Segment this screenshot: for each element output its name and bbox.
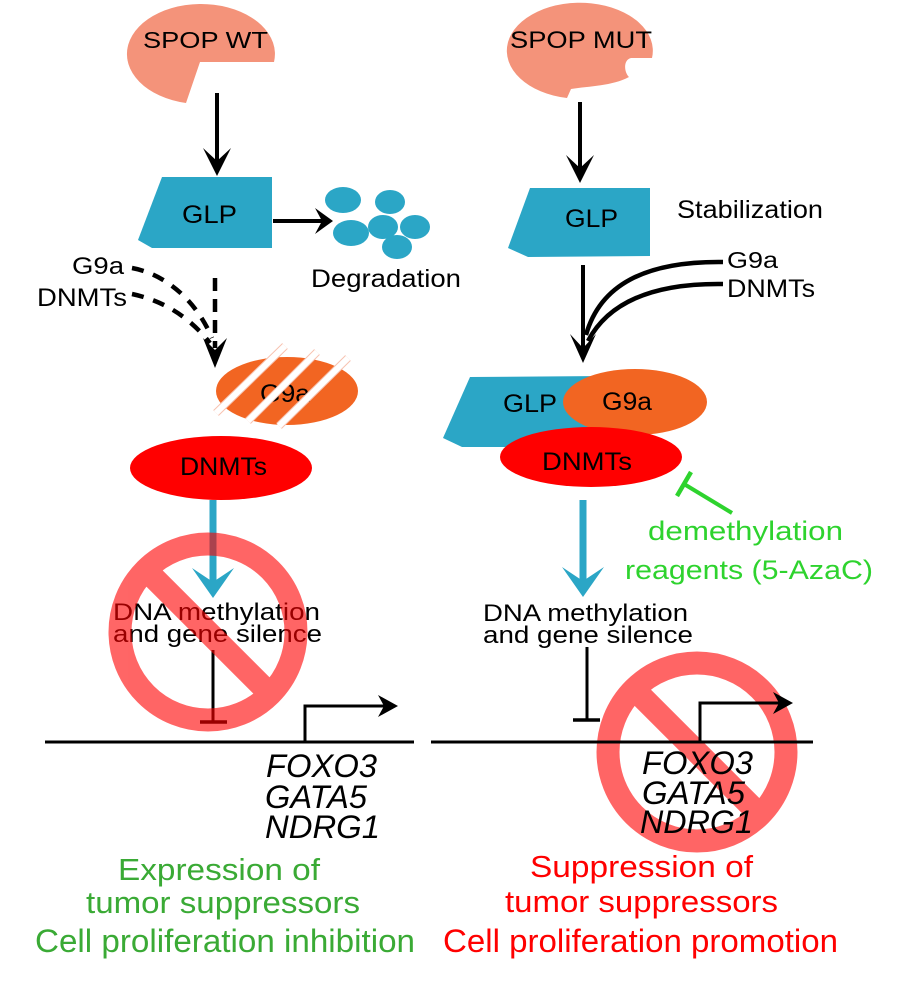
recruitment-curve-g9a bbox=[583, 259, 724, 336]
fragment bbox=[368, 215, 398, 239]
outcome-line3: Cell proliferation promotion bbox=[443, 923, 838, 959]
glp-shape bbox=[138, 177, 272, 248]
dnmts-shape bbox=[130, 436, 312, 500]
prohibited-slash bbox=[625, 680, 769, 824]
prohibited-slash bbox=[137, 561, 279, 703]
spop-mut-shape bbox=[506, 2, 653, 99]
dashed-recruitment-g9a bbox=[131, 265, 215, 339]
prohibited-ring bbox=[108, 532, 308, 732]
degradation-label: Degradation bbox=[311, 265, 461, 293]
outcome-line2: tumor suppressors bbox=[86, 885, 360, 920]
complex-dnmts-shape bbox=[500, 427, 682, 487]
glp-label: GLP bbox=[182, 201, 237, 229]
fragment bbox=[333, 220, 369, 246]
stripe bbox=[245, 349, 320, 424]
arrowhead-icon bbox=[203, 338, 227, 368]
gene-label: GATA5 bbox=[265, 779, 367, 815]
outcome-line1: Expression of bbox=[118, 852, 320, 887]
wildtype-panel: SPOP WT GLP Degradation G9a DNMTs G9a bbox=[35, 4, 461, 959]
stripe bbox=[276, 355, 351, 429]
arrowhead-icon bbox=[378, 695, 398, 717]
gene-label: FOXO3 bbox=[642, 745, 753, 781]
prohibited-icon bbox=[108, 532, 308, 732]
arrowhead-icon bbox=[315, 208, 333, 234]
input-dnmts-label: DNMTs bbox=[727, 275, 815, 303]
inhibitor-label-line1: demethylation bbox=[648, 516, 843, 546]
arrowhead-icon bbox=[570, 334, 596, 363]
outcome-line2: tumor suppressors bbox=[505, 884, 778, 919]
prohibited-ring bbox=[596, 651, 798, 853]
spop-wt-label: SPOP WT bbox=[143, 27, 268, 53]
arrowhead-icon bbox=[203, 148, 231, 176]
spop-wt-shape bbox=[126, 4, 275, 103]
glp-shape bbox=[508, 188, 650, 257]
degradation-fragments-icon bbox=[325, 187, 430, 259]
fragment bbox=[382, 235, 412, 259]
promoter-arrow bbox=[303, 704, 386, 742]
dnmts-label: DNMTs bbox=[180, 453, 267, 481]
input-g9a-label: G9a bbox=[727, 247, 778, 273]
disruption-stripes bbox=[213, 343, 351, 429]
prohibited-icon bbox=[596, 651, 798, 853]
process-label-line2: and gene silence bbox=[483, 622, 693, 649]
complex-g9a-label: G9a bbox=[602, 388, 652, 416]
fragment bbox=[375, 190, 405, 214]
fragment bbox=[325, 187, 361, 213]
complex-glp-label: GLP bbox=[503, 390, 557, 418]
fragment bbox=[400, 215, 430, 239]
spop-mut-label: SPOP MUT bbox=[510, 27, 652, 54]
outcome-line3: Cell proliferation inhibition bbox=[35, 923, 415, 959]
complex-g9a-shape bbox=[563, 369, 707, 435]
gene-label: NDRG1 bbox=[265, 809, 380, 845]
outcome-line1: Suppression of bbox=[530, 849, 753, 884]
stabilization-label: Stabilization bbox=[677, 196, 823, 224]
inhibitor-line bbox=[682, 482, 734, 515]
process-label-line1: DNA methylation bbox=[483, 600, 688, 627]
inhibitor-label-line2: reagents (5-AzaC) bbox=[625, 555, 873, 585]
mutant-panel: SPOP MUT GLP Stabilization G9a DNMTs GLP… bbox=[431, 2, 873, 959]
glp-label: GLP bbox=[565, 205, 618, 233]
dashed-recruitment-dnmts bbox=[131, 291, 212, 345]
input-g9a-label: G9a bbox=[72, 253, 125, 280]
stripe bbox=[213, 343, 288, 416]
arrowhead-icon bbox=[773, 692, 793, 714]
arrowhead-icon bbox=[566, 155, 594, 183]
gene-label: GATA5 bbox=[642, 775, 745, 811]
input-dnmts-label: DNMTs bbox=[37, 284, 127, 312]
gene-label: NDRG1 bbox=[640, 804, 753, 840]
glp-g9a-dnmts-complex: GLP G9a DNMTs bbox=[443, 369, 707, 487]
gene-label: FOXO3 bbox=[266, 748, 377, 784]
promoter-arrow bbox=[698, 701, 781, 742]
arrowhead-icon bbox=[192, 568, 234, 598]
complex-dnmts-label: DNMTs bbox=[542, 448, 632, 476]
arrowhead-icon bbox=[562, 567, 604, 597]
recruitment-curve-dnmts bbox=[586, 281, 724, 343]
inhibitor-bar bbox=[675, 470, 693, 498]
